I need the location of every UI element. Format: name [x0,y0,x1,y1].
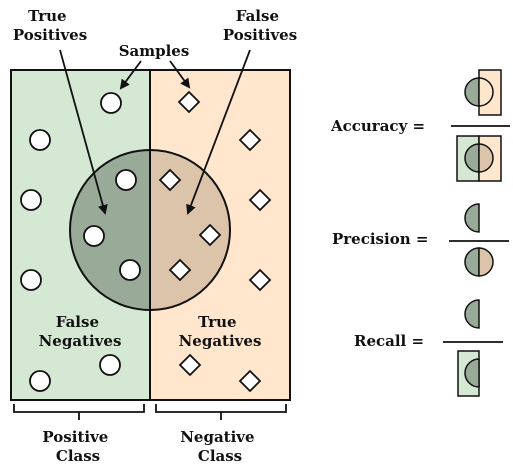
recall-formula: Recall = [354,299,503,397]
samples-arrow-left [119,60,142,90]
positive-class-bracket [13,404,145,420]
sample-circle [29,129,51,151]
sample-circle [20,269,42,291]
precision-label: Precision = [332,230,428,248]
accuracy-formula: Accuracy = [330,69,510,182]
sample-diamond [238,128,262,152]
sample-circle [83,225,105,247]
recall-denominator [457,350,480,397]
true-positives-arrow [59,49,108,215]
negative-class-label: Negative Class [180,428,260,465]
accuracy-label: Accuracy = [330,117,425,135]
precision-numerator [464,203,480,233]
sample-diamond [198,223,222,247]
precision-denominator [464,247,494,277]
true-positives-label: True Positives [13,7,87,44]
sample-diamond [248,188,272,212]
sample-diamond [158,168,182,192]
negative-class-bracket [155,404,287,420]
recall-label: Recall = [354,332,424,350]
sample-circle [119,259,141,281]
true-negatives-label: True Negatives [179,313,262,350]
false-negatives-label: False Negatives [39,313,122,350]
sample-diamond [177,90,201,114]
class-brackets [13,404,287,420]
accuracy-numerator [464,69,502,116]
sample-circle [99,354,121,376]
sample-diamond [178,353,202,377]
sample-diamond [238,369,262,393]
sample-diamond [248,268,272,292]
recall-numerator [464,299,480,329]
positive-samples [20,92,141,392]
false-positives-arrow [186,49,251,215]
sample-circle [20,189,42,211]
sample-circle [115,169,137,191]
sample-diamond [168,258,192,282]
positive-class-label: Positive Class [42,428,113,465]
samples-label: Samples [119,42,190,60]
sample-circle [29,370,51,392]
arrows [59,49,251,215]
sample-circle [100,92,122,114]
false-positives-label: False Positives [223,7,297,44]
negative-samples [158,90,272,393]
precision-formula: Precision = [332,203,509,277]
accuracy-denominator [456,135,502,182]
samples-arrow-right [169,60,191,89]
